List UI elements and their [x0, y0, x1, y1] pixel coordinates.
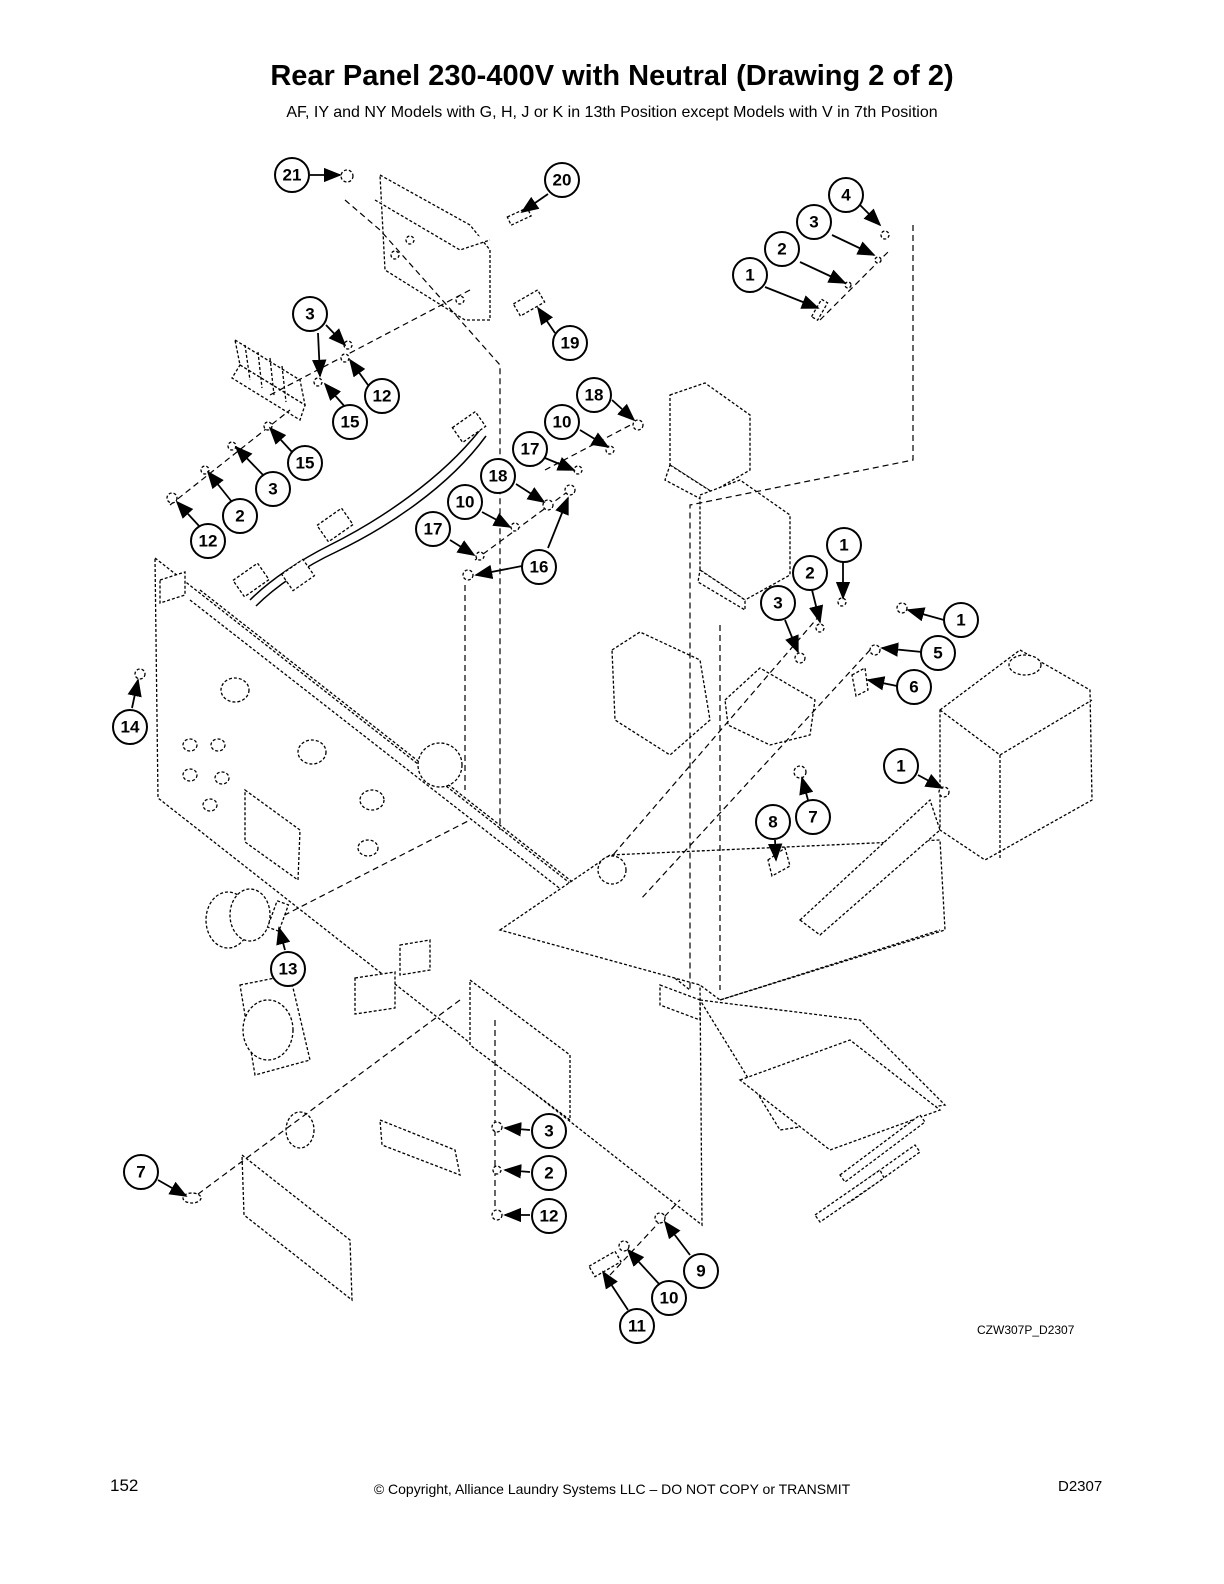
callout-label: 2 — [235, 507, 244, 526]
top-bracket — [374, 173, 491, 321]
callout-label: 17 — [424, 520, 443, 539]
callout-label: 1 — [745, 266, 754, 285]
callout-label: 1 — [896, 757, 905, 776]
callout-label: 18 — [489, 467, 508, 486]
sensor-rods — [814, 1114, 926, 1223]
callout-5: 5 — [920, 635, 956, 671]
callout-label: 3 — [544, 1122, 553, 1141]
callout-9: 9 — [683, 1253, 719, 1289]
callout-label: 12 — [199, 532, 218, 551]
callout-14: 14 — [112, 709, 148, 745]
callout-label: 2 — [805, 564, 814, 583]
callout-label: 13 — [279, 960, 298, 979]
callout-label: 18 — [585, 386, 604, 405]
callout-label: 12 — [540, 1207, 559, 1226]
callout-4: 4 — [828, 177, 864, 213]
callout-label: 1 — [839, 536, 848, 555]
callout-label: 16 — [530, 558, 549, 577]
callout-7: 7 — [795, 799, 831, 835]
callout-1: 1 — [883, 748, 919, 784]
contactors — [611, 382, 791, 756]
callout-18: 18 — [576, 377, 612, 413]
callout-10: 10 — [651, 1280, 687, 1316]
callout-label: 7 — [808, 808, 817, 827]
callout-3: 3 — [760, 585, 796, 621]
callout-17: 17 — [415, 511, 451, 547]
callout-label: 17 — [521, 440, 540, 459]
assembly-lines — [169, 199, 914, 1276]
callouts: 21 20 4 3 2 1 3 19 12 15 15 3 2 12 18 10… — [112, 157, 979, 1344]
callout-15: 15 — [332, 404, 368, 440]
leader-arrows — [127, 167, 945, 1311]
callout-label: 15 — [341, 413, 360, 432]
callout-3: 3 — [292, 296, 328, 332]
callout-label: 2 — [544, 1164, 553, 1183]
cover-box — [939, 649, 1093, 861]
callout-label: 9 — [696, 1262, 705, 1281]
wire-harness — [232, 410, 487, 607]
callout-label: 6 — [909, 678, 918, 697]
callout-2: 2 — [531, 1155, 567, 1191]
callout-label: 7 — [136, 1163, 145, 1182]
callout-2: 2 — [764, 231, 800, 267]
callout-label: 19 — [561, 334, 580, 353]
callout-13: 13 — [270, 951, 306, 987]
document-id: D2307 — [1058, 1478, 1103, 1495]
callout-label: 21 — [283, 166, 302, 185]
callout-label: 3 — [773, 594, 782, 613]
callout-label: 10 — [456, 493, 475, 512]
callout-label: 5 — [933, 644, 942, 663]
callout-2: 2 — [792, 555, 828, 591]
callout-7: 7 — [123, 1154, 159, 1190]
callout-label: 15 — [296, 454, 315, 473]
terminal-block — [231, 338, 306, 421]
callout-label: 3 — [305, 305, 314, 324]
page-number: 152 — [110, 1476, 139, 1495]
callout-12: 12 — [364, 378, 400, 414]
callout-label: 4 — [841, 186, 851, 205]
callout-1: 1 — [943, 602, 979, 638]
callout-label: 10 — [660, 1289, 679, 1308]
callout-11: 11 — [619, 1308, 655, 1344]
callout-2: 2 — [222, 498, 258, 534]
copyright-notice: © Copyright, Alliance Laundry Systems LL… — [373, 1481, 851, 1497]
callout-8: 8 — [755, 804, 791, 840]
callout-3: 3 — [531, 1113, 567, 1149]
relay-block — [724, 667, 816, 746]
page-subtitle: AF, IY and NY Models with G, H, J or K i… — [286, 104, 938, 121]
callout-label: 3 — [809, 213, 818, 232]
hardware-parts — [134, 169, 950, 1278]
callout-label: 8 — [768, 813, 777, 832]
callout-12: 12 — [190, 523, 226, 559]
callout-6: 6 — [896, 669, 932, 705]
callout-20: 20 — [544, 162, 580, 198]
callout-label: 3 — [268, 480, 277, 499]
callout-10: 10 — [544, 404, 580, 440]
callout-17: 17 — [512, 431, 548, 467]
drawing-code: CZW307P_D2307 — [977, 1323, 1075, 1337]
lower-left-components — [205, 888, 461, 1302]
callout-3: 3 — [796, 204, 832, 240]
callout-label: 1 — [956, 611, 965, 630]
callout-label: 2 — [777, 240, 786, 259]
callout-1: 1 — [826, 527, 862, 563]
callout-21: 21 — [274, 157, 310, 193]
callout-label: 14 — [121, 718, 140, 737]
callout-label: 10 — [553, 413, 572, 432]
callout-3: 3 — [255, 471, 291, 507]
callout-label: 11 — [628, 1317, 646, 1336]
callout-12: 12 — [531, 1198, 567, 1234]
callout-15: 15 — [287, 445, 323, 481]
callout-10: 10 — [447, 484, 483, 520]
callout-1: 1 — [732, 257, 768, 293]
callout-16: 16 — [521, 549, 557, 585]
callout-label: 20 — [553, 171, 572, 190]
callout-19: 19 — [552, 325, 588, 361]
callout-label: 12 — [373, 387, 392, 406]
page-title: Rear Panel 230-400V with Neutral (Drawin… — [270, 60, 954, 92]
callout-18: 18 — [480, 458, 516, 494]
